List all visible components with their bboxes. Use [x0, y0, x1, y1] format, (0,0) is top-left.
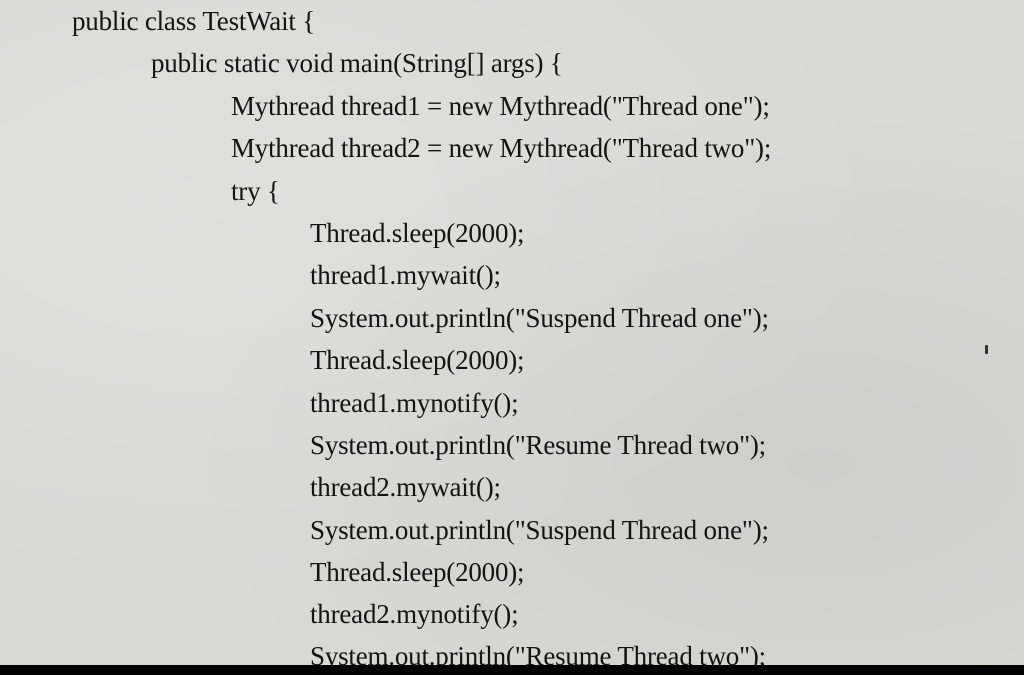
bottom-border — [0, 665, 1024, 675]
scan-speck — [985, 345, 988, 354]
code-line: Thread.sleep(2000); — [310, 218, 525, 248]
code-line: thread2.mynotify(); — [310, 599, 519, 629]
code-line: Mythread thread2 = new Mythread("Thread … — [231, 133, 772, 163]
code-line: Mythread thread1 = new Mythread("Thread … — [231, 91, 770, 121]
code-line: public class TestWait { — [72, 6, 316, 36]
code-line: System.out.println("Resume Thread two"); — [310, 641, 766, 665]
code-line: public static void main(String[] args) { — [151, 48, 563, 78]
code-line: try { — [231, 176, 280, 206]
code-line: System.out.println("Suspend Thread one")… — [310, 303, 769, 333]
code-line: System.out.println("Suspend Thread one")… — [310, 515, 769, 545]
code-line: System.out.println("Resume Thread two"); — [310, 430, 766, 460]
code-line: Thread.sleep(2000); — [310, 345, 525, 375]
code-line: thread1.mynotify(); — [310, 388, 519, 418]
code-line: Thread.sleep(2000); — [310, 557, 525, 587]
code-line: thread2.mywait(); — [310, 472, 501, 502]
code-line: thread1.mywait(); — [310, 260, 501, 290]
